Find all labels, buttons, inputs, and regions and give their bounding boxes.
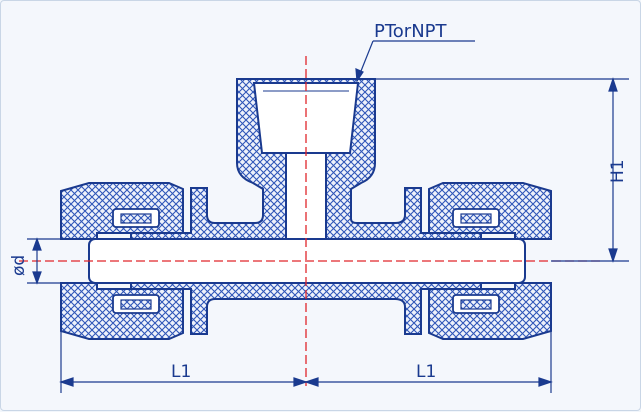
left-ferrule-lower (120, 299, 152, 310)
threaded-port (252, 82, 360, 154)
dim-h1 (375, 77, 629, 263)
right-ferrule-upper (460, 213, 492, 224)
right-ferrule-lower (460, 299, 492, 310)
dim-l1-right-label: L1 (416, 362, 436, 382)
dim-h1-label: H1 (608, 159, 628, 183)
left-ferrule-upper (120, 213, 152, 224)
thread-callout-leader (355, 40, 475, 83)
dim-l1 (59, 331, 553, 393)
dim-bore (27, 237, 89, 285)
dim-bore-label: ød (9, 255, 29, 276)
dim-l1-left-label: L1 (171, 362, 191, 382)
thread-callout-label: PTorNPT (374, 21, 448, 42)
